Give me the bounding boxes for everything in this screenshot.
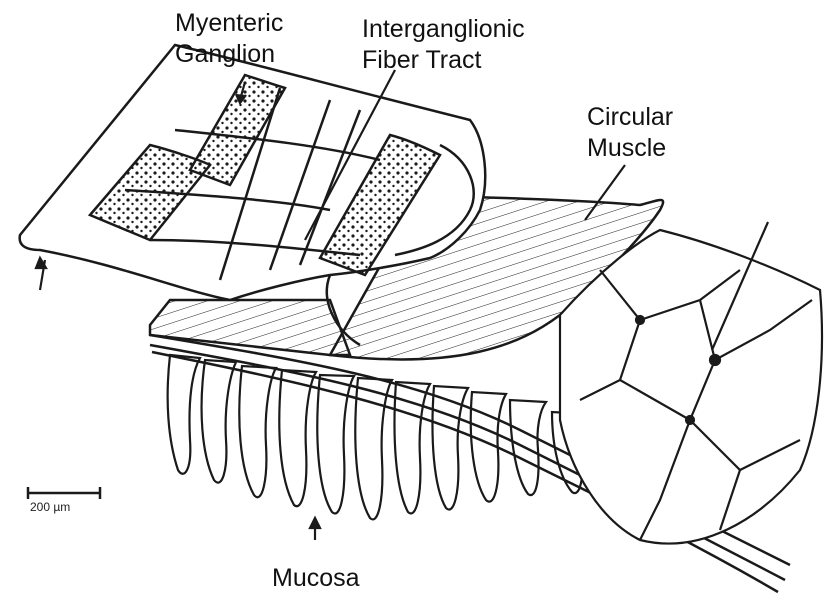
submucous-plexus-mesh xyxy=(560,230,822,544)
label-myenteric-ganglion-line1: Myenteric xyxy=(175,8,283,39)
label-interganglionic-fiber-tract: Interganglionic Fiber Tract xyxy=(362,14,525,76)
longitudinal-muscle-block xyxy=(150,300,350,355)
label-interganglionic-line2: Fiber Tract xyxy=(362,45,525,76)
label-myenteric-ganglion-line2: Ganglion xyxy=(175,39,283,70)
label-myenteric-ganglion: Myenteric Ganglion xyxy=(175,8,283,70)
label-circular-muscle-line1: Circular xyxy=(587,102,673,133)
scale-bar-label: 200 µm xyxy=(30,500,70,514)
label-circular-muscle: Circular Muscle xyxy=(587,102,673,164)
label-mucosa: Mucosa xyxy=(272,563,360,594)
label-circular-muscle-line2: Muscle xyxy=(587,133,673,164)
label-interganglionic-line1: Interganglionic xyxy=(362,14,525,45)
scale-bar xyxy=(28,487,100,499)
